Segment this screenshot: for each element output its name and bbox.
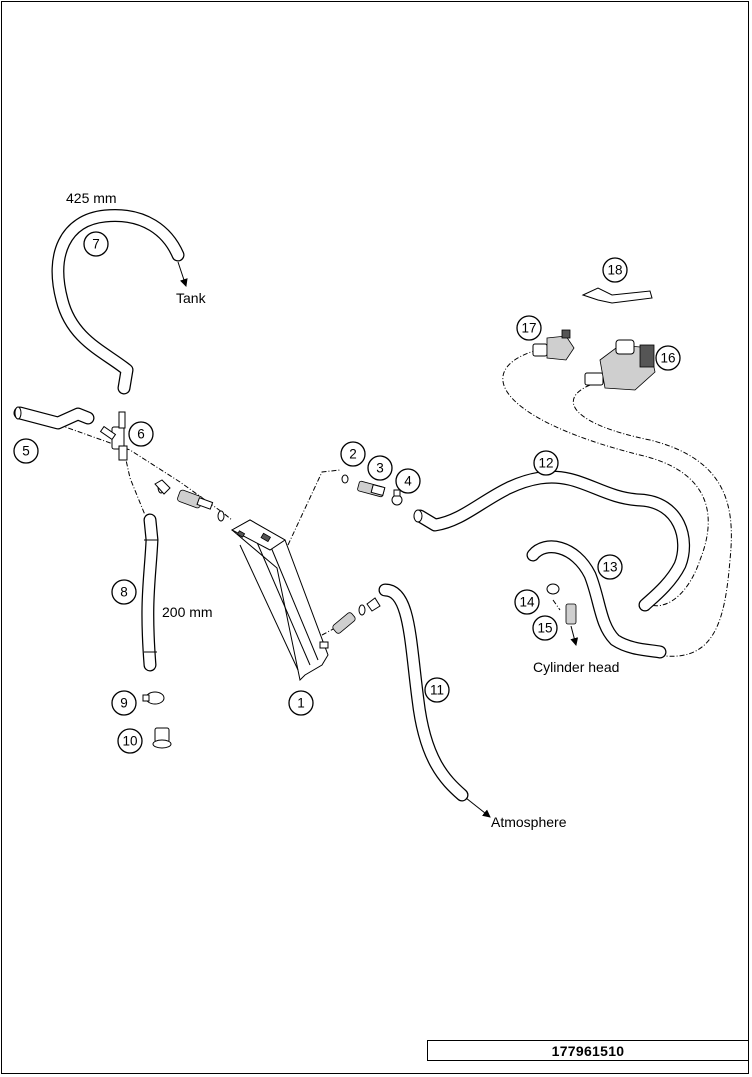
svg-text:11: 11 xyxy=(430,683,444,698)
document-number-box: 177961510 xyxy=(427,1040,749,1061)
svg-text:3: 3 xyxy=(376,461,384,476)
svg-text:1: 1 xyxy=(297,696,305,711)
callout-14: 14 xyxy=(514,589,540,615)
length-425-label: 425 mm xyxy=(66,190,117,206)
hose-12 xyxy=(413,470,691,612)
clamp-14 xyxy=(546,583,560,595)
svg-text:12: 12 xyxy=(538,456,553,471)
svg-text:5: 5 xyxy=(22,444,30,459)
document-number: 177961510 xyxy=(551,1042,625,1059)
callout-2: 2 xyxy=(340,441,366,467)
callouts: 1 2 3 4 5 6 7 8 9 10 11 12 13 14 15 16 1… xyxy=(13,231,681,754)
callout-5: 5 xyxy=(13,438,39,464)
callout-11: 11 xyxy=(424,677,450,703)
svg-text:7: 7 xyxy=(92,237,100,252)
svg-text:6: 6 xyxy=(137,427,145,442)
callout-1: 1 xyxy=(288,690,314,716)
callout-3: 3 xyxy=(367,455,393,481)
callout-16: 16 xyxy=(655,345,681,371)
callout-8: 8 xyxy=(111,579,137,605)
callout-7: 7 xyxy=(83,231,109,257)
callout-6: 6 xyxy=(128,421,154,447)
svg-text:16: 16 xyxy=(660,351,675,366)
carbon-canister-1 xyxy=(230,519,329,682)
atmosphere-label: Atmosphere xyxy=(491,814,567,830)
nozzle-15 xyxy=(565,603,579,646)
length-200-label: 200 mm xyxy=(162,604,213,620)
hose-11 xyxy=(378,583,491,818)
svg-text:8: 8 xyxy=(120,585,128,600)
svg-text:15: 15 xyxy=(537,621,552,636)
callout-15: 15 xyxy=(532,615,558,641)
svg-text:13: 13 xyxy=(602,560,617,575)
hose-8 xyxy=(141,513,159,672)
svg-text:4: 4 xyxy=(404,474,412,489)
clamp-4 xyxy=(391,489,403,506)
o-ring-2 xyxy=(341,474,349,484)
svg-text:14: 14 xyxy=(519,595,535,610)
connector-17 xyxy=(532,329,575,361)
hose-13 xyxy=(526,540,667,659)
cylinder-head-label: Cylinder head xyxy=(533,659,619,675)
fitting-clamp-left xyxy=(154,479,171,495)
cap-10 xyxy=(152,727,172,749)
svg-text:2: 2 xyxy=(349,447,357,462)
hose-7 xyxy=(51,209,188,395)
callout-12: 12 xyxy=(533,450,559,476)
callout-4: 4 xyxy=(395,468,421,494)
callout-9: 9 xyxy=(111,690,137,716)
callout-10: 10 xyxy=(117,728,143,754)
svg-text:18: 18 xyxy=(607,263,622,278)
callout-17: 17 xyxy=(516,315,542,341)
svg-text:10: 10 xyxy=(122,734,137,749)
fitting-nozzle-11 xyxy=(332,597,381,634)
tank-label: Tank xyxy=(176,290,207,306)
bracket-18 xyxy=(581,287,653,304)
callout-18: 18 xyxy=(602,257,628,283)
clamp-9 xyxy=(142,691,165,705)
connector-3 xyxy=(357,480,386,498)
t-connector-6 xyxy=(99,411,128,461)
svg-text:17: 17 xyxy=(521,321,536,336)
callout-13: 13 xyxy=(597,554,623,580)
fitting-nozzle-left xyxy=(177,489,225,522)
hose-5 xyxy=(13,406,95,430)
svg-text:9: 9 xyxy=(120,696,128,711)
purge-valve-16 xyxy=(584,339,656,391)
